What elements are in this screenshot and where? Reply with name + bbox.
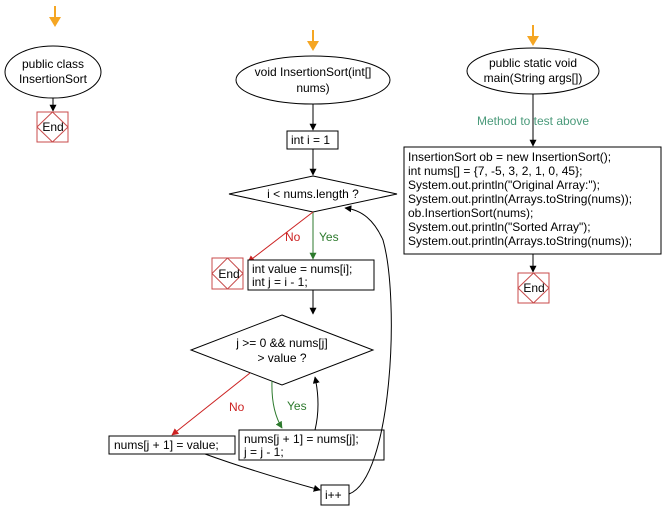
class-node-line-2: InsertionSort <box>19 72 88 86</box>
inner-condition-diamond <box>189 314 375 386</box>
loop-setup-line-2: int j = i - 1; <box>252 275 308 289</box>
start-arrow-icon <box>307 30 319 51</box>
start-arrow-icon <box>49 6 61 27</box>
main-note: Method to test above <box>477 114 589 128</box>
edge-inner-no <box>171 372 251 436</box>
inner-no-label: No <box>229 400 245 414</box>
outer-condition-text: i < nums.length ? <box>267 187 359 201</box>
main-column: public static void main(String args[]) M… <box>403 25 662 304</box>
insert-step-box <box>108 435 236 455</box>
increment-box <box>320 484 350 506</box>
main-code-line-5: ob.InsertionSort(nums); <box>408 206 533 220</box>
class-column: public class InsertionSort End <box>4 6 102 143</box>
edge-shift-loop <box>312 376 320 431</box>
loop-setup-box <box>247 259 375 291</box>
main-code-line-2: int nums[] = {7, -5, 3, 2, 1, 0, 45}; <box>408 164 582 178</box>
outer-no-label: No <box>285 230 301 244</box>
main-end-label: End <box>523 281 544 295</box>
loop-setup-line-1: int value = nums[i]; <box>252 262 352 276</box>
main-code-line-1: InsertionSort ob = new InsertionSort(); <box>408 150 611 164</box>
main-node-line-2: main(String args[]) <box>484 71 583 85</box>
start-arrow-icon <box>527 25 539 46</box>
main-node-line-1: public static void <box>489 56 577 70</box>
edge-insert-increment <box>204 453 321 492</box>
method-node <box>235 55 391 105</box>
inner-condition-line-2: > value ? <box>257 351 306 365</box>
main-code-line-4: System.out.println(Arrays.toString(nums)… <box>408 192 632 206</box>
outer-yes-label: Yes <box>319 230 339 244</box>
edge-inner-yes <box>271 380 283 429</box>
increment-text: i++ <box>325 488 342 502</box>
edge-outer-no <box>247 211 314 263</box>
main-code-line-3: System.out.println("Original Array:"); <box>408 178 600 192</box>
sort-end-label: End <box>218 267 239 281</box>
edge-increment-loop <box>344 205 392 495</box>
main-code-line-6: System.out.println("Sorted Array"); <box>408 220 591 234</box>
method-node-line-1: void InsertionSort(int[] <box>255 65 372 79</box>
sort-column: void InsertionSort(int[] nums) int i = 1… <box>108 30 398 506</box>
sort-end-node: End <box>211 257 244 290</box>
method-node-line-2: nums) <box>296 81 329 95</box>
class-end-label: End <box>42 120 63 134</box>
main-end-node: End <box>517 272 550 304</box>
main-code-box <box>403 146 662 255</box>
init-text: int i = 1 <box>291 133 330 147</box>
class-end-node: End <box>36 111 69 143</box>
shift-step-box <box>238 429 385 461</box>
shift-step-line-1: nums[j + 1] = nums[j]; <box>244 432 359 446</box>
inner-yes-label: Yes <box>287 399 307 413</box>
class-node-line-1: public class <box>22 57 84 71</box>
insert-step-text: nums[j + 1] = value; <box>114 438 219 452</box>
shift-step-line-2: j = j - 1; <box>243 445 284 459</box>
inner-condition-line-1: j >= 0 && nums[j] <box>235 336 327 350</box>
main-code-line-7: System.out.println(Arrays.toString(nums)… <box>408 234 632 248</box>
